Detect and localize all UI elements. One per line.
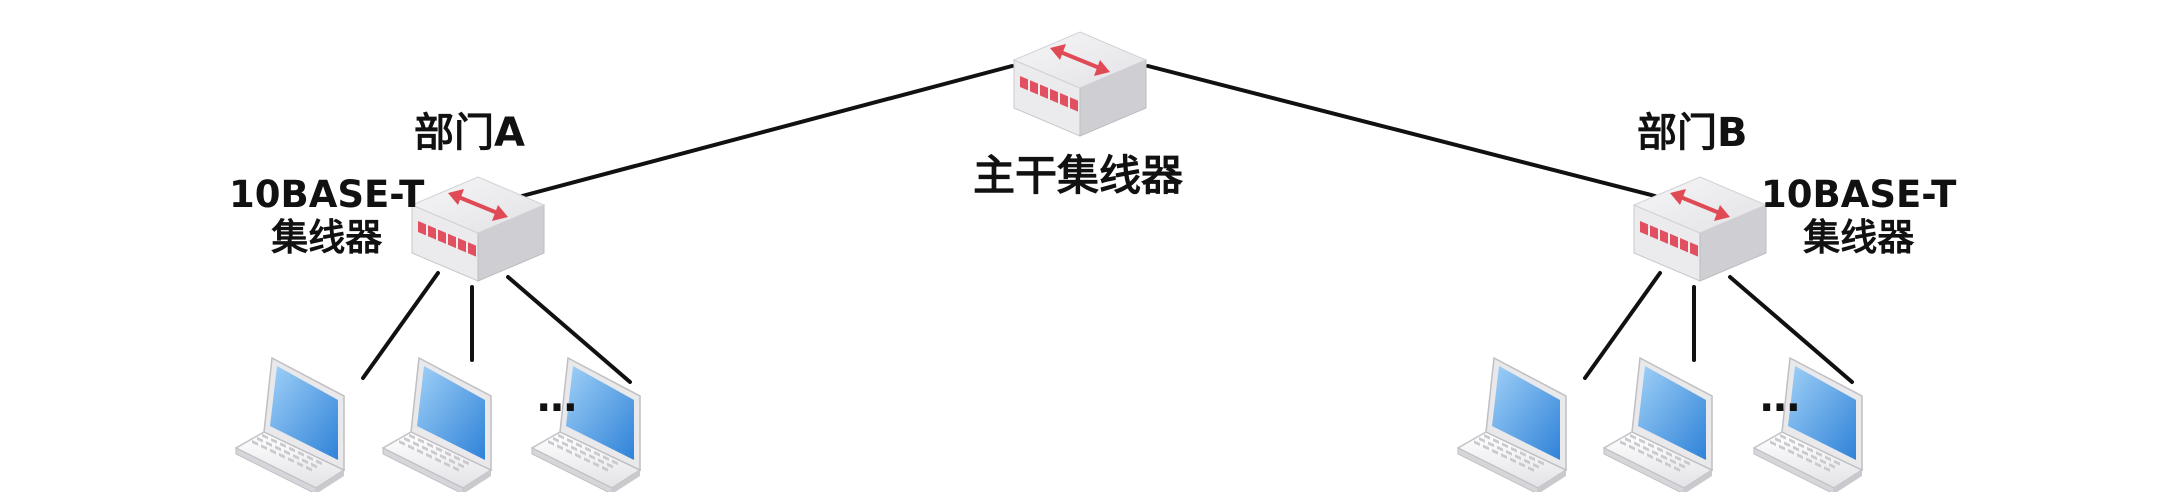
department-b-hub-label-line1: 10BASE-T	[1761, 173, 1957, 216]
department-a-laptop-icon-2	[381, 356, 493, 495]
hub-port-icon	[1660, 229, 1668, 244]
department-a-hub-label-line1: 10BASE-T	[229, 173, 425, 216]
backbone-hub-label: 主干集线器	[973, 151, 1184, 200]
double-arrow-icon	[1057, 49, 1103, 71]
hub-port-icon	[448, 233, 456, 249]
backbone-hub-icon	[1012, 31, 1148, 137]
link-dept-a-pc-3	[506, 275, 632, 384]
laptop-screen	[1638, 366, 1706, 460]
department-b-hub-icon	[1632, 176, 1768, 282]
hub-port-icon	[1050, 88, 1058, 104]
hub-port-icon	[1020, 76, 1028, 91]
hub-port-icon	[1040, 84, 1048, 99]
department-b-laptop-icon-2	[1602, 356, 1714, 495]
link-dept-a-pc-1	[361, 271, 440, 380]
laptop-screen	[1788, 366, 1856, 460]
hub-port-icon	[468, 242, 476, 257]
hub-port-icon	[1690, 242, 1698, 257]
hub-port-icon	[1670, 233, 1678, 249]
hub-port-icon	[458, 237, 466, 253]
laptop-screen	[417, 366, 485, 460]
hub-port-icon	[1680, 237, 1688, 253]
hub-port-icon	[1640, 221, 1648, 236]
hub-port-icon	[1070, 97, 1078, 112]
link-backbone-dept-a	[520, 64, 1014, 198]
network-nodes	[234, 31, 1864, 495]
laptop-screen	[566, 366, 634, 460]
hub-port-icon	[438, 229, 446, 244]
department-b-ellipsis: …	[1760, 375, 1800, 421]
department-a-label: 部门A	[414, 110, 525, 156]
link-dept-b-pc-1	[1583, 271, 1662, 380]
department-a-laptop-icon-1	[234, 356, 346, 495]
hub-port-icon	[428, 225, 436, 240]
department-a-hub-icon	[410, 176, 546, 282]
hub-port-icon	[1030, 80, 1038, 95]
hub-port-icon	[418, 221, 426, 236]
network-links	[361, 64, 1854, 384]
department-a-hub-label: 10BASE-T 集线器	[229, 173, 425, 259]
hub-port-icon	[1060, 92, 1068, 108]
link-backbone-dept-b	[1146, 64, 1657, 198]
double-arrow-icon	[1677, 194, 1723, 216]
department-b-hub-label-line2: 集线器	[1803, 215, 1915, 259]
department-a-laptop-icon-3	[530, 356, 642, 495]
hub-port-icon	[1650, 225, 1658, 240]
department-b-laptop-icon-1	[1456, 356, 1568, 495]
link-dept-b-pc-3	[1728, 275, 1854, 384]
double-arrow-icon	[455, 194, 501, 216]
department-b-label: 部门B	[1637, 110, 1748, 156]
department-b-hub-label: 10BASE-T 集线器	[1761, 173, 1957, 259]
laptop-screen	[1492, 366, 1560, 460]
department-b-laptop-icon-3	[1752, 356, 1864, 495]
laptop-screen	[270, 366, 338, 460]
department-a-hub-label-line2: 集线器	[271, 215, 383, 259]
department-a-ellipsis: …	[537, 375, 577, 421]
